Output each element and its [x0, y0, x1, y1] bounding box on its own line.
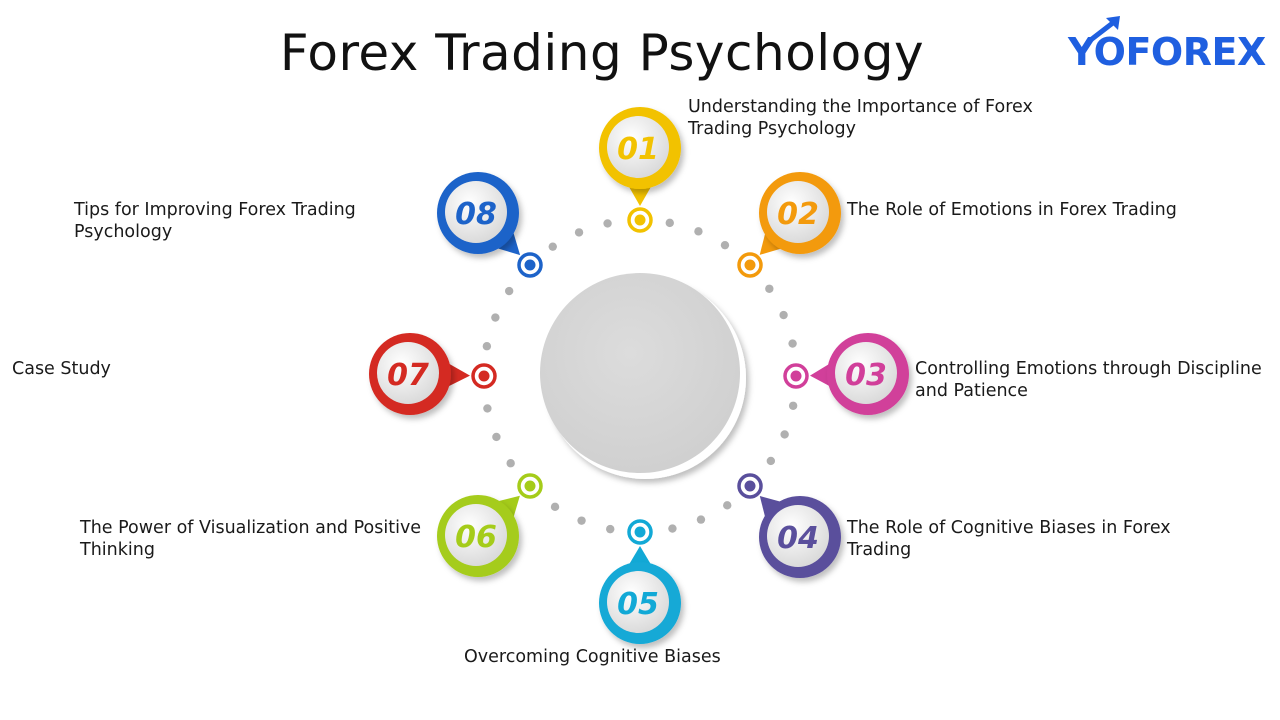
step-label-06: The Power of Visualization and Positive … [80, 518, 422, 560]
step-label-02: The Role of Emotions in Forex Trading [847, 200, 1177, 220]
connector-dot [491, 313, 500, 322]
step-number: 01 [617, 132, 659, 167]
connector-dot [779, 310, 788, 320]
connector-dot [504, 286, 514, 296]
connector-dot [548, 242, 557, 251]
connector-dot [696, 515, 706, 524]
step-label-07: Case Study [12, 359, 111, 379]
step-marker-06: 06 [437, 473, 543, 577]
connector-dot [765, 284, 774, 293]
connector-dot [482, 342, 492, 351]
step-number: 03 [845, 358, 887, 393]
step-marker-05: 05 [599, 519, 681, 644]
step-marker-02: 02 [737, 172, 841, 278]
step-label-08: Tips for Improving Forex Trading Psychol… [74, 200, 356, 242]
connector-dot [550, 502, 560, 512]
step-marker-08: 08 [437, 172, 543, 278]
step-label-04: The Role of Cognitive Biases in Forex Tr… [847, 518, 1171, 560]
connector-dot [606, 524, 615, 534]
step-number: 04 [777, 521, 819, 556]
connector-dot [506, 459, 515, 468]
arrow-up-right-icon [1086, 16, 1120, 44]
step-label-01: Understanding the Importance of Forex Tr… [688, 97, 1033, 139]
step-number: 06 [455, 520, 497, 555]
connector-dot [574, 228, 584, 237]
center-circle [540, 273, 746, 479]
logo-text: YOFOREX [1068, 30, 1266, 74]
step-marker-01: 01 [599, 107, 681, 233]
connector-dot [720, 240, 730, 250]
connector-dot [483, 404, 492, 413]
step-number: 08 [455, 197, 497, 232]
brand-logo: YOFOREX [1068, 14, 1274, 76]
step-label-05: Overcoming Cognitive Biases [464, 647, 721, 667]
connector-dot [492, 432, 501, 442]
connector-dot [766, 456, 776, 466]
step-number: 02 [777, 197, 819, 232]
connector-dot [694, 227, 703, 236]
connector-dot [788, 339, 797, 348]
connector-dot [780, 430, 789, 439]
step-marker-03: 03 [783, 333, 909, 415]
connector-dot [665, 218, 674, 228]
step-marker-04: 04 [737, 473, 841, 578]
connector-dot [723, 501, 732, 510]
connector-dots [482, 218, 798, 534]
connector-dot [577, 516, 586, 525]
step-number: 05 [617, 587, 659, 622]
step-label-03: Controlling Emotions through Discipline … [915, 359, 1262, 401]
connector-dot [788, 401, 798, 410]
page-title: Forex Trading Psychology [279, 24, 925, 82]
connector-dot [668, 524, 677, 533]
step-marker-07: 07 [369, 333, 497, 415]
connector-dot [603, 219, 612, 228]
step-number: 07 [387, 358, 429, 393]
